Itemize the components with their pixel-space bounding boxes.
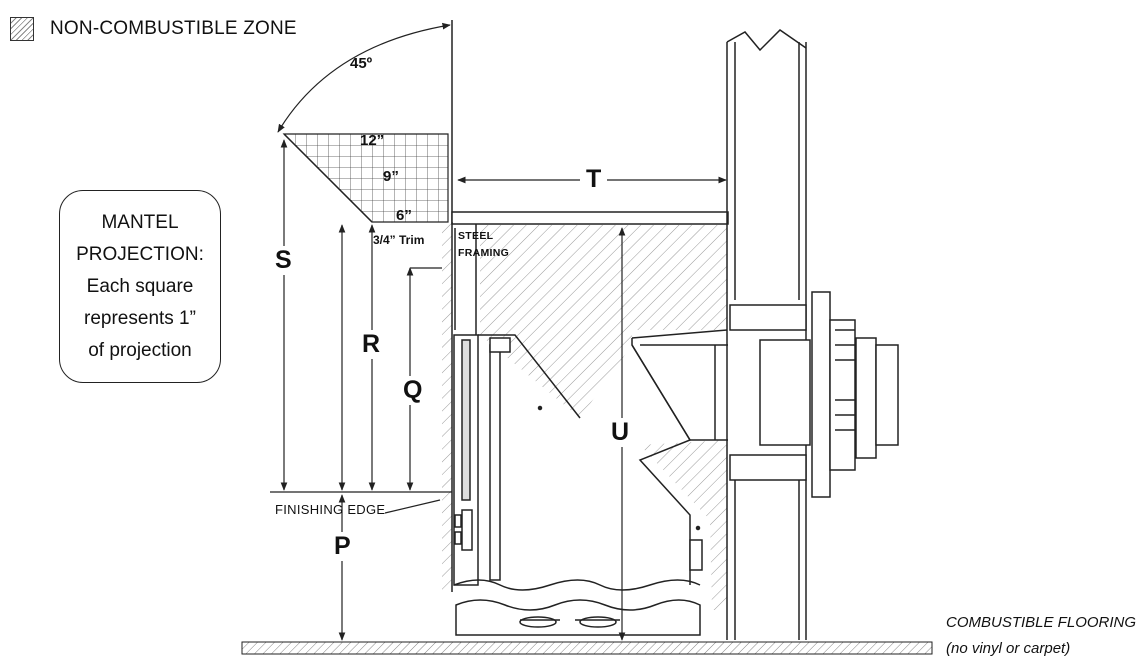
legend-label: NON-COMBUSTIBLE ZONE [50,18,297,39]
vent-termination [759,291,899,498]
note-line: Each square [86,275,194,297]
non-combustible-zone [442,222,727,610]
legend: NON-COMBUSTIBLE ZONE [10,17,297,41]
dimension-r: R [362,330,381,359]
projection-12-label: 12” [360,132,385,149]
mantel-projection-note: MANTEL PROJECTION: Each square represent… [59,190,221,383]
angle-arc [277,22,451,133]
steel-framing-line: FRAMING [458,247,510,259]
projection-9-label: 9” [383,168,399,185]
firebox-base [455,599,701,636]
finishing-edge-label: FINISHING EDGE [275,502,386,517]
firebox [453,329,728,591]
note-line: PROJECTION: [76,243,204,265]
wall-studs [726,29,807,640]
dimension-u: U [611,418,630,447]
hatch-swatch-icon [10,17,34,41]
dimension-q: Q [403,376,423,405]
projection-6-label: 6” [396,207,412,224]
steel-framing-label: STEEL FRAMING [458,228,509,262]
dimension-t: T [580,165,608,194]
note-line: MANTEL [101,211,179,233]
steel-framing [451,211,729,592]
note-line: of projection [88,339,192,361]
mantel-projection-grid [282,133,449,223]
dimension-p: P [334,532,351,561]
combustible-floor [241,641,933,655]
trim-label: 3/4” Trim [373,233,425,247]
flooring-label-line1: COMBUSTIBLE FLOORING [946,614,1137,631]
flooring-label-line2: (no vinyl or carpet) [946,640,1071,657]
dimension-s: S [275,246,292,275]
angle-label: 45º [350,55,373,72]
note-line: represents 1” [84,307,196,329]
steel-framing-line: STEEL [458,230,494,242]
